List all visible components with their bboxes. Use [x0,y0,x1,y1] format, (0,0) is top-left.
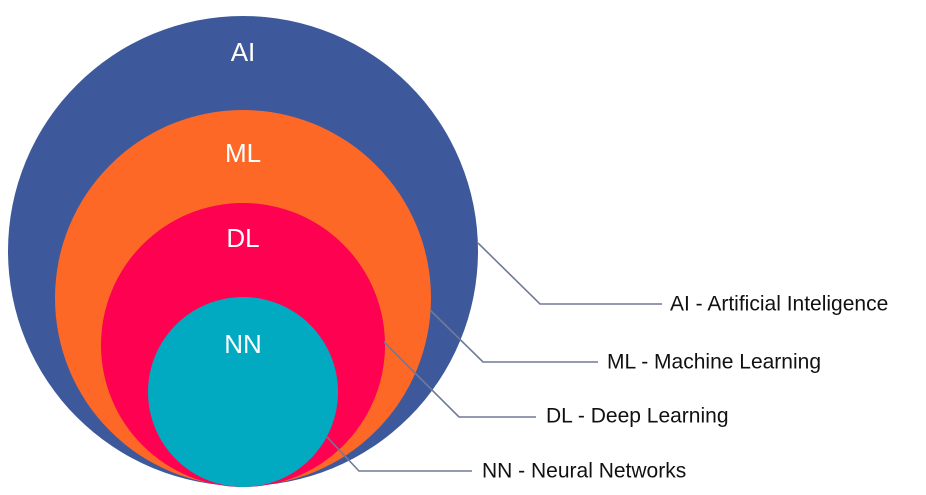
leader-line-nn [326,436,472,472]
circle-label-dl: DL [226,223,259,253]
legend-label-ai: AI - Artificial Inteligence [670,293,888,316]
circle-label-ai: AI [231,37,256,67]
circle-label-ml: ML [225,138,261,168]
circle-nn [148,297,338,487]
circle-label-nn: NN [224,329,262,359]
legend-label-ml: ML - Machine Learning [607,351,821,374]
leader-line-dl [383,341,536,418]
legend-label-nn: NN - Neural Networks [482,460,686,483]
leader-line-ai [477,242,662,305]
leader-line-ml [429,309,598,363]
legend-label-dl: DL - Deep Learning [546,405,729,428]
